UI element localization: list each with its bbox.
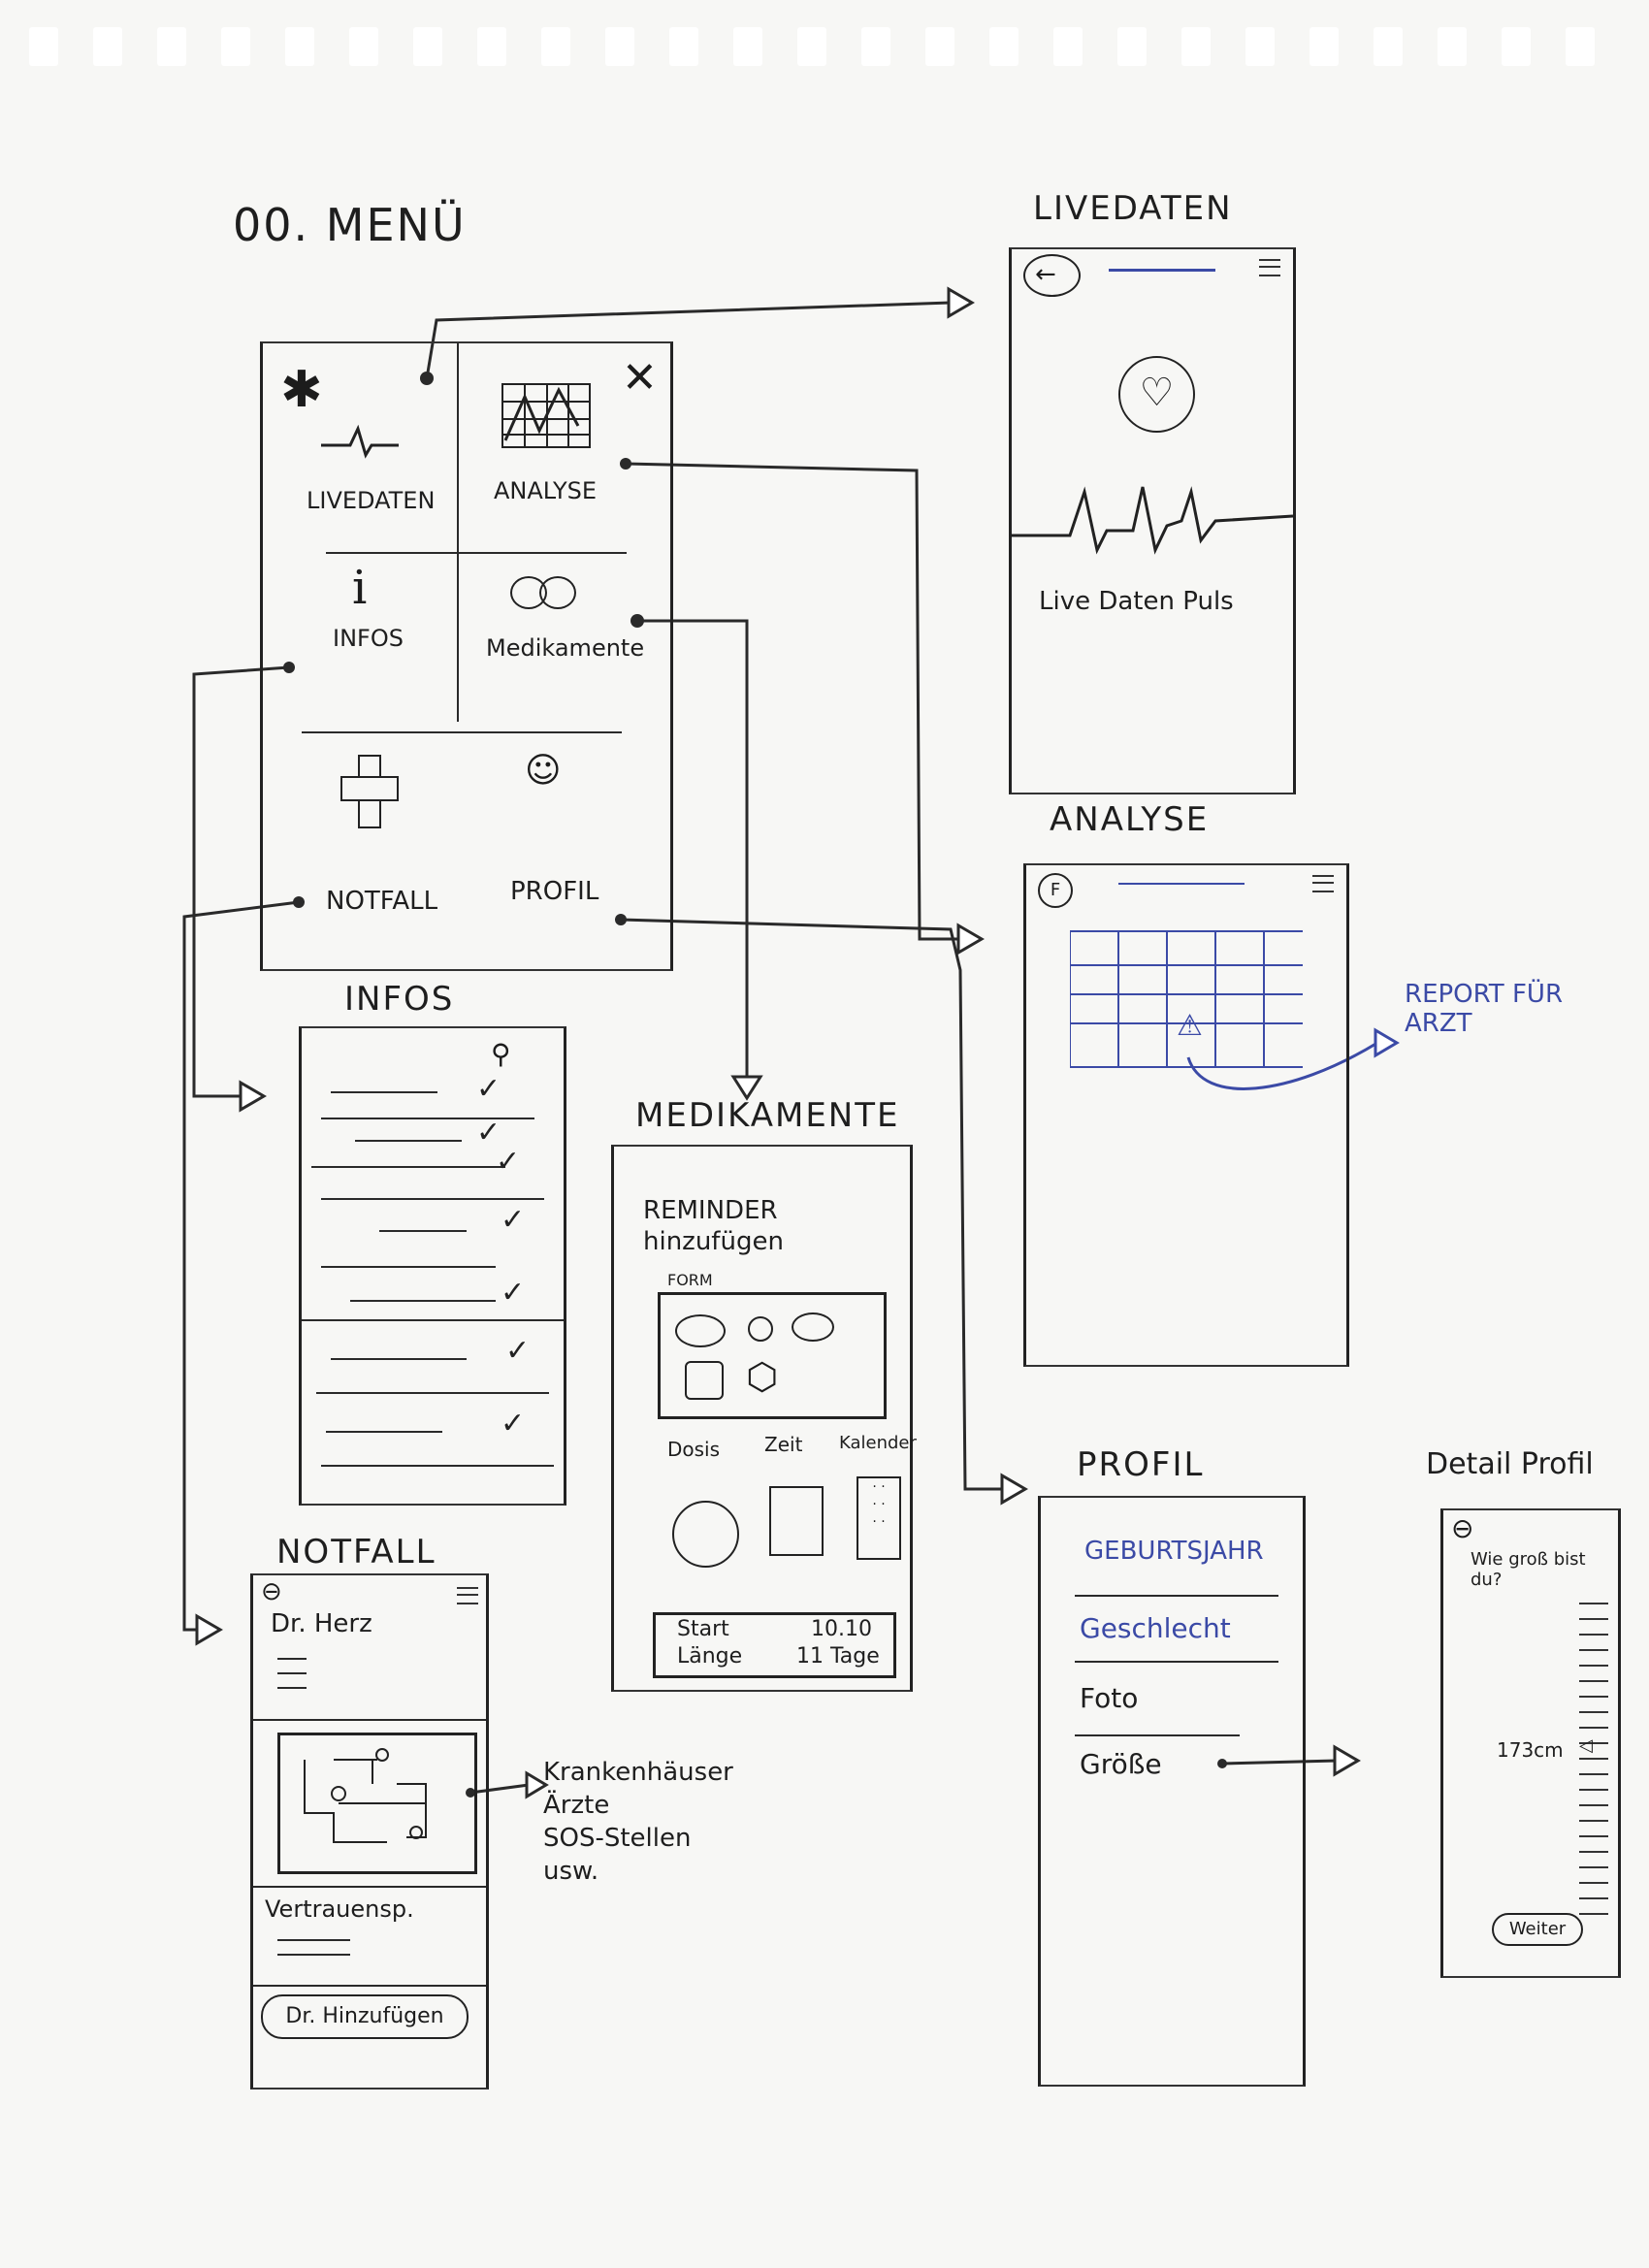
analysis-table xyxy=(1070,930,1303,1068)
emergency-map[interactable] xyxy=(277,1733,477,1874)
profil-screen: GEBURTSJAHR Geschlecht Foto Größe xyxy=(1038,1496,1306,2087)
start-label: Start xyxy=(677,1617,729,1641)
infos-screen: ⚲ ✓ ✓ ✓ ✓ ✓ ✓ ✓ xyxy=(299,1026,566,1506)
pill-icon-2 xyxy=(539,576,576,609)
face-icon: ☺ xyxy=(525,751,562,791)
schedule-summary[interactable]: Start 10.10 Länge 11 Tage xyxy=(653,1612,896,1678)
grid-chart-icon xyxy=(501,383,591,448)
info-icon: i xyxy=(352,561,368,615)
map-icon xyxy=(304,1748,427,1843)
profile-field-geschlecht[interactable]: Geschlecht xyxy=(1080,1612,1231,1644)
medikamente-label: Medikamente xyxy=(486,634,645,662)
menu-icon[interactable] xyxy=(457,1587,478,1604)
zeit-label: Zeit xyxy=(764,1433,803,1456)
medikamente-title: MEDIKAMENTE xyxy=(635,1096,900,1135)
kalender-picker[interactable]: · ·· ·· · xyxy=(857,1476,901,1560)
analyse-tile[interactable]: ✕ ANALYSE xyxy=(457,343,670,547)
crossed-out-icon: ✱ xyxy=(280,361,323,419)
round-shape-icon[interactable] xyxy=(748,1316,773,1342)
medikamente-screen: REMINDER hinzufügen FORM ⬡ Dosis Zeit Ka… xyxy=(611,1145,917,1692)
annotation-line-1: Krankenhäuser xyxy=(543,1758,733,1787)
search-icon[interactable]: ⚲ xyxy=(491,1038,511,1070)
analyse-title: ANALYSE xyxy=(1050,800,1210,839)
back-icon[interactable]: ⊖ xyxy=(1451,1512,1474,1544)
filter-icon[interactable]: F xyxy=(1038,873,1073,908)
medikamente-tile[interactable]: Medikamente xyxy=(457,557,670,731)
infos-tile[interactable]: i INFOS xyxy=(263,557,457,731)
capsule-shape-icon[interactable] xyxy=(792,1312,834,1342)
heart-icon: ♡ xyxy=(1118,356,1195,433)
doctor-name[interactable]: Dr. Herz xyxy=(271,1609,372,1638)
profil-label: PROFIL xyxy=(510,877,599,906)
analyse-label: ANALYSE xyxy=(494,477,598,504)
report-annotation: REPORT FÜR ARZT xyxy=(1405,980,1564,1038)
start-value: 10.10 xyxy=(811,1617,872,1641)
notfall-annotation: Krankenhäuser Ärzte SOS-Stellen usw. xyxy=(543,1756,733,1888)
dosis-label: Dosis xyxy=(667,1438,721,1461)
height-value: 173cm xyxy=(1497,1738,1564,1762)
medical-cross-icon xyxy=(340,755,399,828)
vertrauensperson-label[interactable]: Vertrauensp. xyxy=(265,1895,414,1923)
notfall-label: NOTFALL xyxy=(326,887,438,916)
detail-profil-title: Detail Profil xyxy=(1426,1447,1594,1481)
hexagon-shape-icon[interactable]: ⬡ xyxy=(746,1355,779,1398)
detail-profil-screen: ⊖ Wie groß bist du? 173cm ◁ Weiter xyxy=(1440,1508,1621,1978)
back-icon[interactable]: ← xyxy=(1023,254,1081,297)
kalender-label: Kalender xyxy=(839,1433,917,1453)
height-question: Wie groß bist du? xyxy=(1471,1549,1586,1590)
add-doctor-button[interactable]: Dr. Hinzufügen xyxy=(261,1994,469,2039)
heartbeat-line xyxy=(1012,486,1293,555)
reminder-heading: REMINDER hinzufügen xyxy=(643,1196,784,1256)
laenge-label: Länge xyxy=(677,1644,743,1669)
analyse-screen: F ⚠ xyxy=(1023,863,1349,1367)
weiter-button[interactable]: Weiter xyxy=(1492,1913,1583,1946)
livedaten-tile[interactable]: ✱ LIVEDATEN xyxy=(263,343,457,547)
profile-field-geburtsjahr[interactable]: GEBURTSJAHR xyxy=(1084,1537,1264,1566)
close-icon: ✕ xyxy=(622,353,658,403)
back-icon[interactable]: ⊖ xyxy=(261,1577,282,1606)
menu-icon[interactable] xyxy=(1312,875,1334,892)
form-shape-picker[interactable]: ⬡ xyxy=(658,1292,887,1419)
livedaten-label: LIVEDATEN xyxy=(307,487,436,514)
annotation-line-2: Ärzte xyxy=(543,1791,610,1820)
profile-field-groesse[interactable]: Größe xyxy=(1080,1748,1162,1780)
annotation-line-3: SOS-Stellen xyxy=(543,1824,692,1853)
menu-icon[interactable] xyxy=(1259,259,1280,276)
profil-tile[interactable]: ☺ PROFIL xyxy=(457,731,670,964)
livedaten-title: LIVEDATEN xyxy=(1033,189,1233,228)
infos-label: INFOS xyxy=(333,625,404,652)
form-label: FORM xyxy=(667,1271,713,1289)
menu-screen: ✱ LIVEDATEN ✕ ANALYSE i INFOS Medikament… xyxy=(260,341,673,971)
menu-title: 00. MENÜ xyxy=(233,199,467,251)
height-ruler[interactable] xyxy=(1579,1603,1608,1923)
profile-field-foto[interactable]: Foto xyxy=(1080,1682,1139,1714)
dosis-dial[interactable] xyxy=(672,1501,739,1568)
notfall-tile[interactable]: NOTFALL xyxy=(263,731,457,964)
annotation-line-4: usw. xyxy=(543,1857,599,1886)
pulse-icon xyxy=(321,424,399,459)
height-pointer-icon: ◁ xyxy=(1579,1735,1593,1756)
livedaten-caption: Live Daten Puls xyxy=(1039,587,1234,616)
notfall-title: NOTFALL xyxy=(276,1533,436,1571)
notfall-screen: ⊖ Dr. Herz Vertrauensp. Dr. Hinzufügen xyxy=(250,1573,489,2090)
infos-title: INFOS xyxy=(344,980,455,1019)
zeit-picker[interactable] xyxy=(769,1486,824,1556)
square-shape-icon[interactable] xyxy=(685,1361,724,1400)
laenge-value: 11 Tage xyxy=(796,1644,880,1669)
livedaten-screen: ← ♡ Live Daten Puls xyxy=(1009,247,1296,794)
oval-shape-icon[interactable] xyxy=(675,1314,726,1347)
profil-title: PROFIL xyxy=(1077,1445,1205,1484)
warning-icon[interactable]: ⚠ xyxy=(1177,1009,1203,1043)
